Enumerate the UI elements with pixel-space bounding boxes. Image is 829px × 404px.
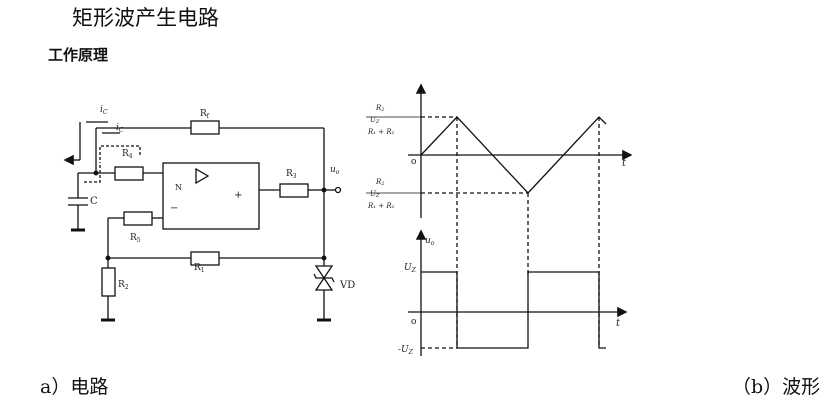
svg-text:R1: R1 — [194, 263, 205, 274]
svg-text:uo: uo — [330, 165, 340, 176]
page-title: 矩形波产生电路 — [72, 6, 219, 30]
r4-dashed-path — [99, 145, 141, 160]
svg-text:R2: R2 — [118, 280, 129, 291]
resistor-rf — [190, 120, 220, 135]
waveform-top-labels: R2 UZ R₁ + R₂ R2 UZ R₁ + R₂ o t — [367, 104, 627, 210]
resistor-r4 — [114, 166, 144, 181]
output-square-trace — [421, 271, 606, 349]
svg-text:UZ: UZ — [370, 116, 380, 125]
svg-text:+: + — [234, 190, 242, 201]
svg-text:t: t — [622, 158, 627, 169]
circuit-labels: iC iC Rf R4 R3 R5 R1 R2 C VD uo N − + — [90, 105, 355, 291]
svg-text:R5: R5 — [130, 233, 141, 244]
svg-text:t: t — [616, 318, 621, 329]
resistor-r5 — [123, 211, 153, 226]
waveform-bottom-labels: uo UZ -UZ o t — [398, 236, 621, 356]
output-terminal — [334, 186, 342, 194]
svg-text:R3: R3 — [286, 169, 297, 180]
caption-circuit: a）电路 — [40, 376, 109, 398]
opamp-triangle-icon — [195, 167, 210, 185]
svg-text:UZ: UZ — [370, 190, 380, 199]
svg-text:-UZ: -UZ — [398, 345, 414, 356]
waveform-top-uc — [366, 83, 633, 348]
svg-text:o: o — [411, 157, 416, 167]
svg-text:R2: R2 — [375, 178, 384, 187]
svg-text:VD: VD — [339, 280, 355, 291]
svg-text:−: − — [170, 203, 178, 214]
svg-text:R₁ + R₂: R₁ + R₂ — [367, 202, 395, 210]
svg-text:uo: uo — [425, 236, 435, 247]
waveform-bottom-uo — [408, 229, 628, 356]
svg-text:o: o — [411, 317, 416, 327]
svg-text:R2: R2 — [375, 104, 384, 113]
svg-text:C: C — [90, 196, 98, 207]
svg-text:R₁ + R₂: R₁ + R₂ — [367, 128, 395, 136]
opamp-box — [162, 162, 260, 230]
resistor-r2 — [101, 267, 116, 297]
zener-lower — [314, 276, 334, 291]
svg-text:R4: R4 — [122, 149, 133, 160]
resistor-r3 — [279, 183, 309, 198]
circuit-diagram — [63, 120, 342, 322]
svg-text:UZ: UZ — [404, 263, 417, 274]
caption-waveform: （b）波形 — [732, 376, 821, 398]
section-subtitle: 工作原理 — [48, 46, 109, 64]
svg-text:iC: iC — [100, 105, 108, 116]
zener-upper — [314, 265, 334, 280]
svg-text:N: N — [175, 183, 182, 192]
svg-text:Rf: Rf — [200, 109, 210, 120]
svg-text:iC: iC — [116, 123, 124, 134]
